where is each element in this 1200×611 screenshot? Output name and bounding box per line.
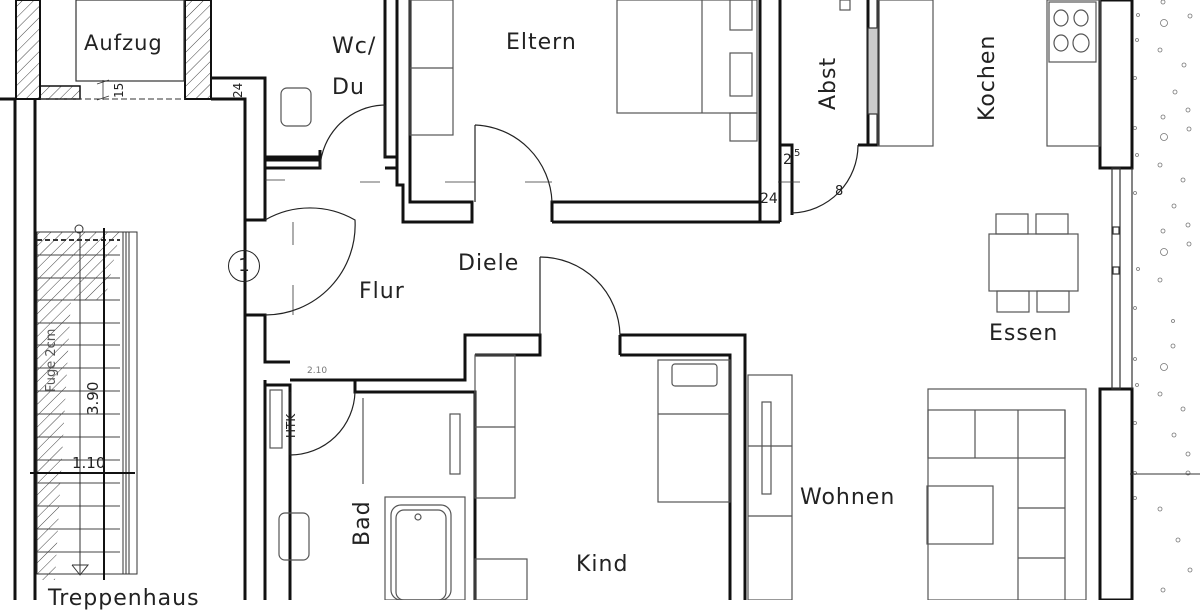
room-label-eltern: Eltern bbox=[506, 30, 577, 55]
terrace-gravel bbox=[1133, 0, 1193, 593]
label-htk: HTK bbox=[284, 413, 298, 438]
furniture bbox=[269, 0, 1101, 600]
room-label-essen: Essen bbox=[989, 321, 1059, 346]
dimension-abst-sup: 5 bbox=[794, 148, 801, 159]
room-label-wc-line2: Du bbox=[332, 75, 365, 100]
room-label-wc-line1: Wc/ bbox=[332, 34, 377, 59]
dimension-bad-door: 2.10 bbox=[307, 366, 328, 376]
room-label-kind: Kind bbox=[576, 552, 629, 577]
dimension-wall-eltern: 24 bbox=[760, 191, 778, 207]
dimension-aufzug-gap: 15 bbox=[112, 82, 126, 98]
dimension-abst: 2 bbox=[783, 152, 792, 168]
room-label-aufzug: Aufzug bbox=[84, 31, 163, 55]
door-swings bbox=[264, 104, 859, 456]
room-label-wohnen: Wohnen bbox=[800, 485, 896, 510]
dimension-stair-width: 1.10 bbox=[72, 454, 106, 472]
entrance-marker: 1 bbox=[228, 250, 260, 282]
label-fuge: Fuge 2cm bbox=[44, 328, 59, 392]
room-label-diele: Diele bbox=[458, 251, 520, 276]
window bbox=[867, 27, 1133, 390]
room-label-kochen: Kochen bbox=[975, 34, 1000, 121]
dimension-abst-door: 8 bbox=[835, 184, 844, 199]
staircase bbox=[30, 224, 138, 580]
walls bbox=[0, 0, 1134, 600]
dimension-lines bbox=[96, 79, 800, 315]
room-label-treppenhaus: Treppenhaus bbox=[48, 586, 200, 611]
dimension-wall-wc: 24 bbox=[231, 82, 245, 98]
elevator-shaft bbox=[15, 0, 212, 100]
room-label-flur: Flur bbox=[359, 279, 405, 304]
dimension-stair-length: 3.90 bbox=[84, 381, 102, 415]
room-label-abst: Abst bbox=[816, 56, 841, 110]
room-label-bad: Bad bbox=[350, 500, 375, 546]
